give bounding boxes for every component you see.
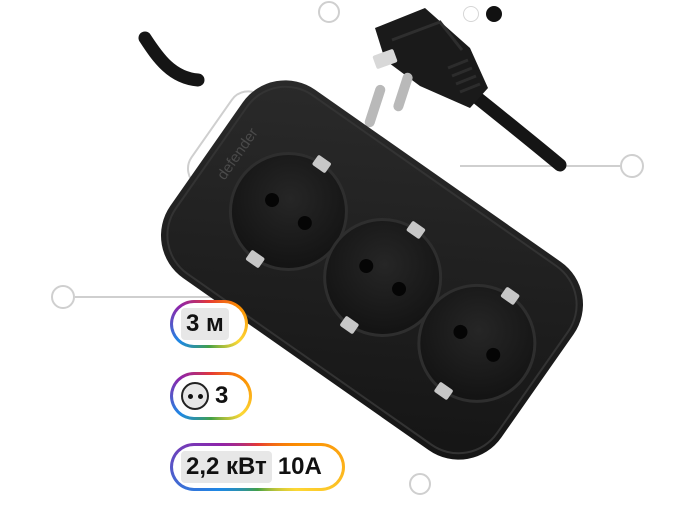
socket (323, 217, 443, 337)
cable-length-value: 3 м (181, 308, 229, 340)
color-swatch-white[interactable] (463, 6, 479, 22)
power-strip: defender (160, 80, 584, 460)
power-rating-badge: 2,2 кВт 10А (170, 443, 345, 491)
socket-count-value: 3 (215, 382, 229, 409)
color-swatch-black[interactable] (486, 6, 502, 22)
socket-icon (181, 382, 209, 410)
socket-count-badge: 3 (170, 372, 252, 420)
cable-length-badge: 3 м (170, 300, 248, 348)
current-value: 10А (277, 453, 322, 480)
power-cord (138, 31, 205, 87)
power-value: 2,2 кВт (181, 451, 272, 483)
socket (417, 283, 537, 403)
plug-icon (364, 8, 567, 172)
